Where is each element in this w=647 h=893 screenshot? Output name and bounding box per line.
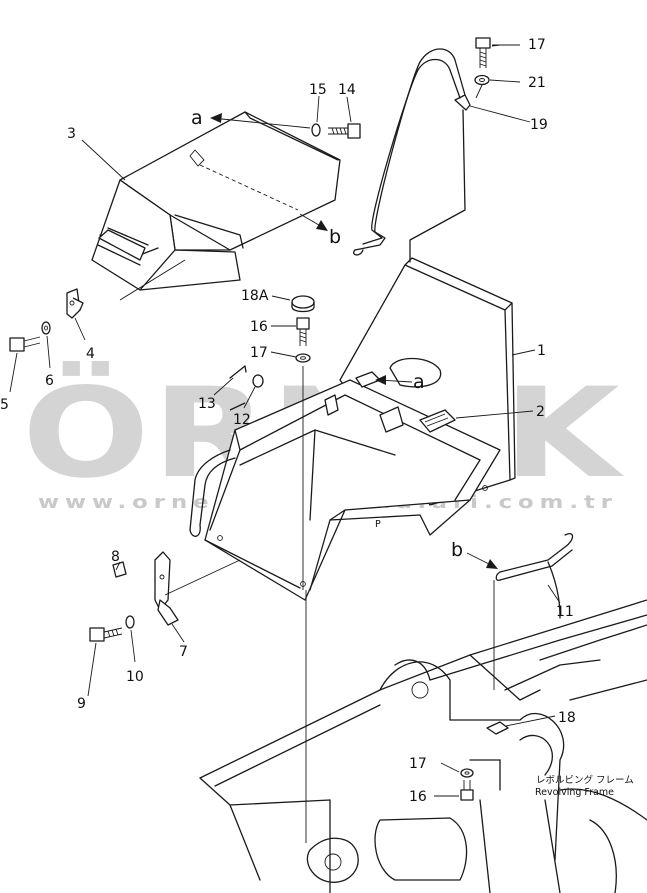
label-part-5: 5: [0, 397, 9, 413]
label-part-3: 3: [67, 126, 76, 142]
label-part-4: 4: [86, 346, 95, 362]
hardware: [9, 37, 495, 843]
label-part-2: 2: [536, 404, 545, 420]
label-part-14: 14: [338, 82, 356, 98]
label-part-19: 19: [530, 117, 548, 133]
label-part-12: 12: [233, 412, 251, 428]
label-part-16-upper: 16: [250, 319, 268, 335]
hand-rail-19: [353, 48, 471, 263]
label-part-21: 21: [528, 75, 546, 91]
label-part-17-upper: 17: [250, 345, 268, 361]
label-part-1: 1: [537, 343, 546, 359]
leader-lines: [9, 44, 561, 797]
ref-a-top: a: [191, 107, 203, 129]
label-part-16-lower: 16: [409, 789, 427, 805]
label-part-10: 10: [126, 669, 144, 685]
label-part-20: 17: [528, 37, 546, 53]
label-part-11: 11: [556, 604, 574, 620]
revolving-frame: [199, 533, 647, 893]
part-labels: 17 21 19 14 15 3 4 6 5 18A 16 17 13 12 1…: [0, 37, 634, 805]
frame-note-en: Revolving Frame: [535, 787, 614, 798]
ref-b-mid: b: [451, 539, 463, 561]
label-part-8: 8: [111, 549, 120, 565]
body-part-1: P: [189, 257, 516, 601]
cover-part-3: [91, 111, 341, 301]
label-part-15: 15: [309, 82, 327, 98]
label-part-18: 18: [558, 710, 576, 726]
label-part-17-lower: 17: [409, 756, 427, 772]
label-part-13: 13: [198, 396, 216, 412]
label-part-18A: 18A: [241, 288, 269, 304]
label-part-9: 9: [77, 696, 86, 712]
ref-a-mid: a: [413, 371, 425, 393]
frame-note-jp: レボルビング フレーム: [536, 774, 634, 786]
label-part-7: 7: [179, 644, 188, 660]
svg-text:P: P: [375, 519, 381, 530]
label-part-6: 6: [45, 373, 54, 389]
ref-b-top: b: [329, 226, 341, 248]
